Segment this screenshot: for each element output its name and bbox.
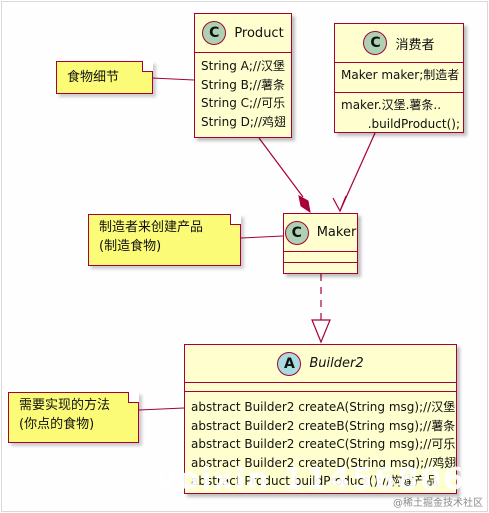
note-builder-methods: 需要实现的方法 (你点的食物) [8,392,139,443]
consumer-methods: maker.汉堡.薯条.. .buildProduct(); [335,93,463,135]
product-class-name: Product [234,25,284,41]
class-c-icon: C [363,31,388,55]
product-class-header: C Product [195,14,291,53]
site-tag: @稀土掘金技术社区 [393,498,483,509]
builder2-class-name: Builder2 [309,356,364,371]
consumer-class: C 消费者 Maker maker;制造者 maker.汉堡.薯条.. .bui… [334,23,464,133]
watermark: Voixin 11456806 [155,462,466,497]
note-fold-corner [128,392,139,403]
product-maker-composition-line [258,137,304,198]
product-field: String D;//鸡翅 [201,114,286,129]
product-field: String C;//可乐 [201,96,286,110]
note-builder-link [138,407,185,411]
builder2-method: abstract Builder2 createB(String msg);//… [191,418,456,433]
consumer-field: Maker maker;制造者 [341,68,460,82]
product-fields: String A;//汉堡 String B;//薯条 String C;//可… [195,53,291,133]
realization-arrowhead [311,319,331,344]
note-text: (你点的食物) [19,417,95,432]
product-class: C Product String A;//汉堡 String B;//薯条 St… [194,13,292,138]
note-text: (制造食物) [99,239,162,254]
builder2-fields [185,383,456,392]
consumer-class-name: 消费者 [395,37,435,53]
note-food-details: 食物细节 [56,61,153,94]
note-fold-corner [230,214,241,225]
note-food-link [151,77,195,81]
class-c-icon: C [284,220,309,245]
builder2-class-header: A Builder2 [185,345,456,383]
product-field: String B;//薯条 [201,77,285,92]
note-text: 制造者来创建产品 [99,220,204,235]
note-text: 需要实现的方法 [19,398,111,413]
class-c-icon: C [202,21,227,45]
consumer-fields: Maker maker;制造者 [335,63,463,93]
note-maker-link [240,235,284,239]
maker-methods [284,263,357,273]
consumer-method: maker.汉堡.薯条.. [341,98,442,112]
builder2-method: abstract Product buildProduct();//构建产品 [191,474,439,488]
maker-class-header: C Maker [284,214,357,252]
builder2-method: abstract Builder2 createD(String msg);//… [191,455,457,470]
note-fold-corner [142,61,153,72]
maker-class: C Maker [283,213,358,274]
maker-class-name: Maker [316,225,357,240]
association-arrowhead [332,195,347,213]
builder2-class: A Builder2 abstract Builder2 createA(Str… [184,344,457,494]
builder2-method: abstract Builder2 createC(String msg);//… [191,437,456,451]
note-maker-creates: 制造者来创建产品 (制造食物) [88,214,241,266]
builder2-method: abstract Builder2 createA(String msg);//… [191,400,456,414]
maker-fields [284,252,357,263]
consumer-class-header: C 消费者 [335,24,463,63]
composition-diamond [298,195,311,214]
product-field: String A;//汉堡 [201,59,285,73]
note-text: 食物细节 [67,70,120,85]
abstract-a-icon: A [277,351,302,376]
consumer-method: .buildProduct(); [341,116,460,131]
builder2-methods: abstract Builder2 createA(String msg);//… [185,392,456,493]
